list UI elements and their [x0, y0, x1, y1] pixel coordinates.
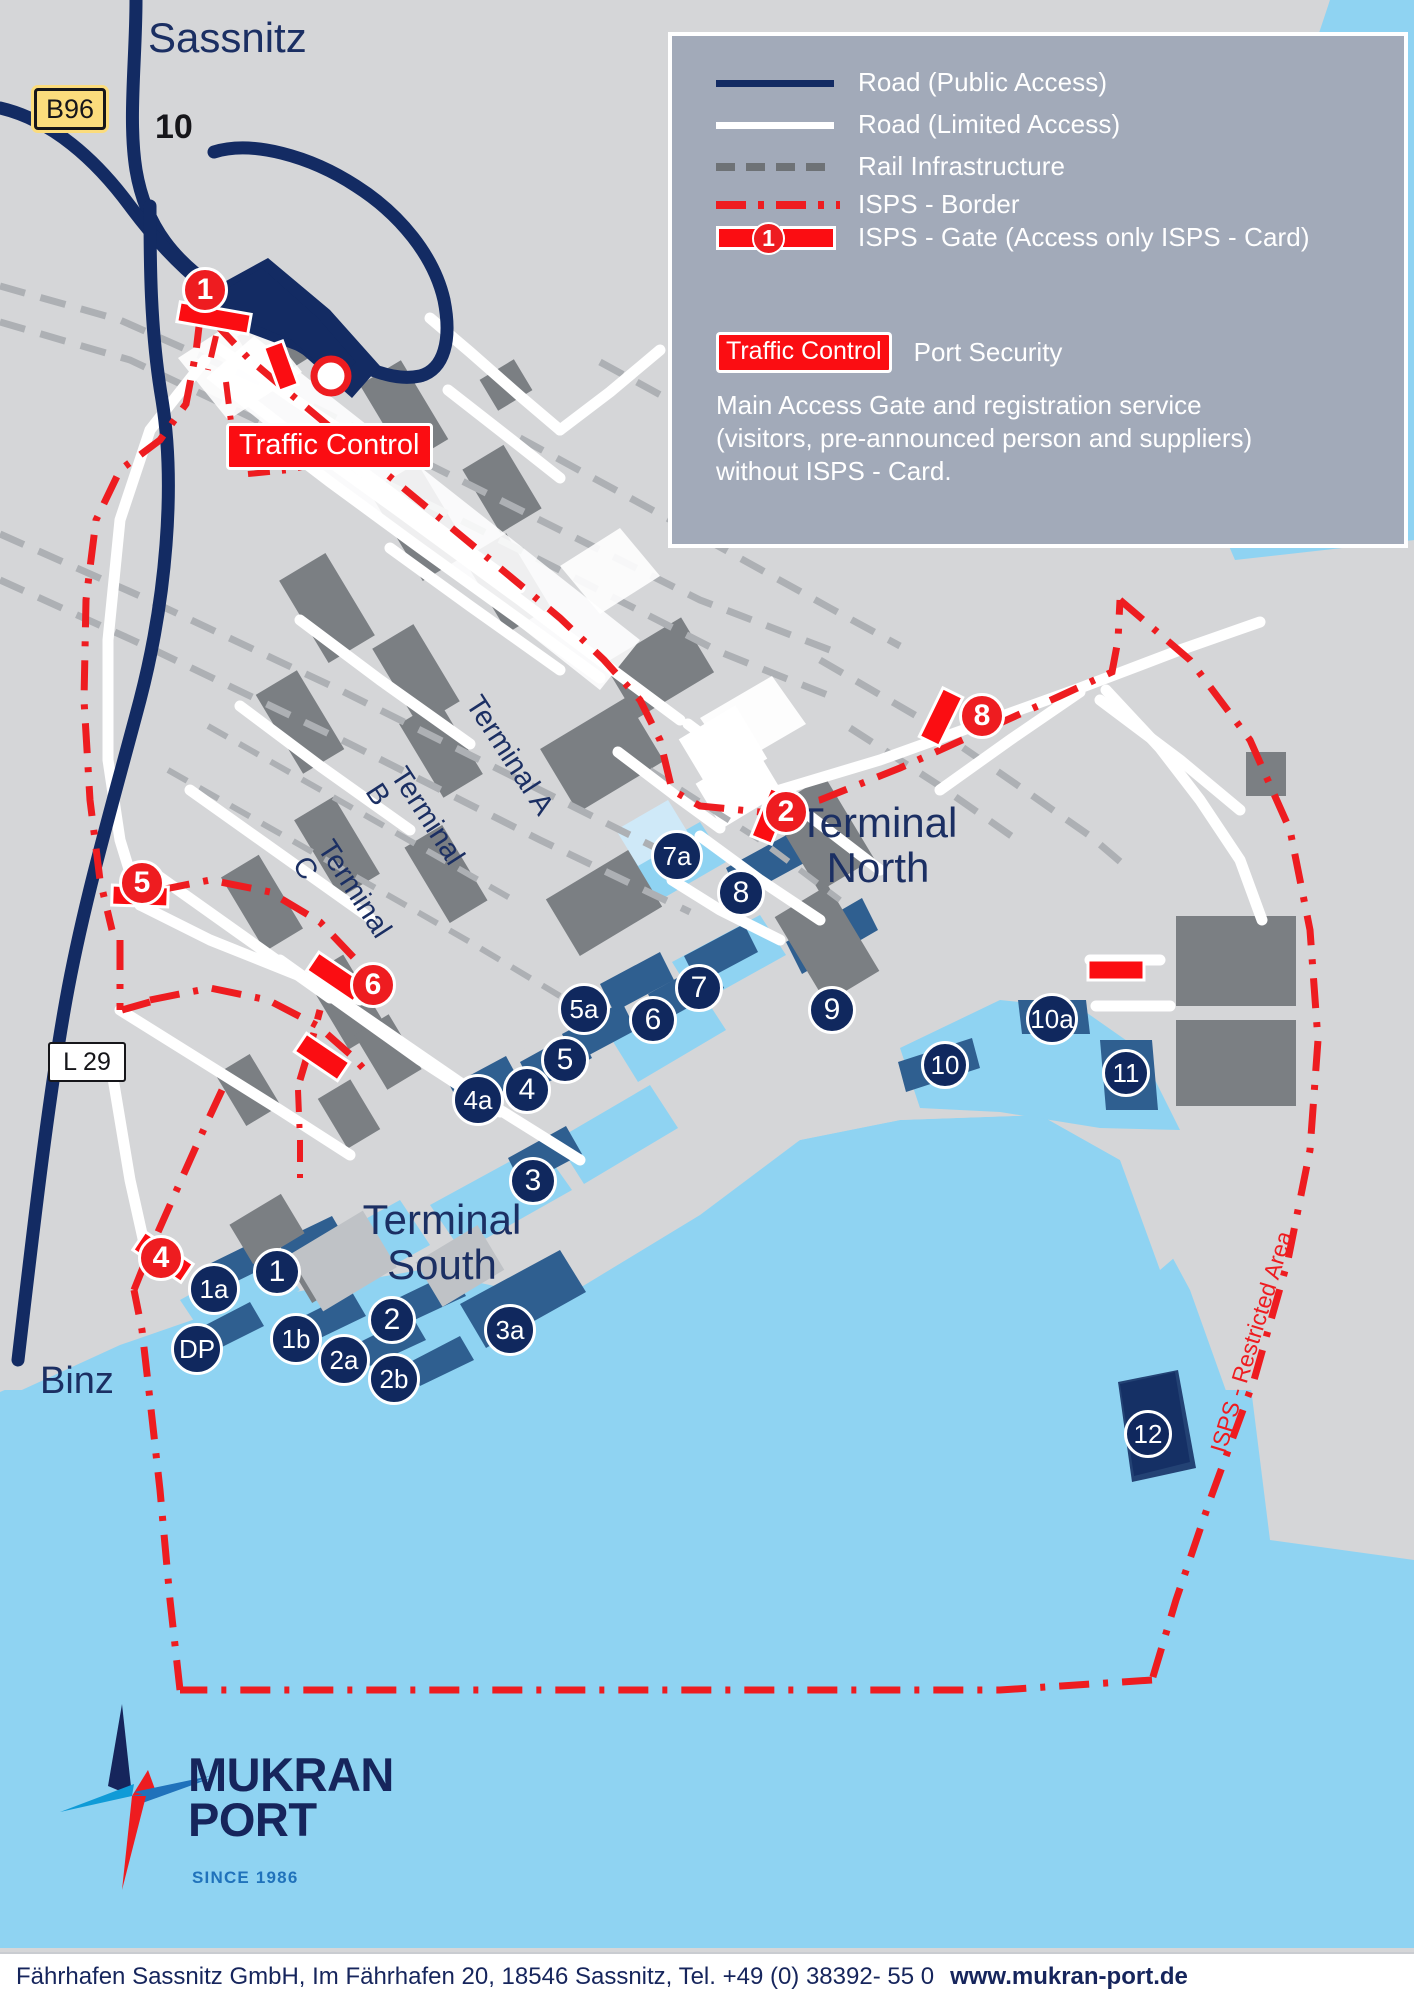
legend-spacer [698, 254, 1378, 328]
isps-gate-marker-2[interactable]: 2 [763, 789, 809, 835]
logo-wordmark: MUKRAN PORT [188, 1748, 394, 1847]
isps-gate-marker-8[interactable]: 8 [959, 693, 1005, 739]
footer-address: Fährhafen Sassnitz GmbH, Im Fährhafen 20… [16, 1963, 935, 1990]
berth-marker-9[interactable]: 9 [808, 986, 856, 1034]
legend-item-isps-border: ISPS - Border [698, 188, 1378, 221]
legend-label-isps-border: ISPS - Border [858, 188, 1020, 219]
legend-item-road-limited: Road (Limited Access) [698, 104, 1378, 146]
gate-bar-right-icon [780, 225, 836, 250]
legend-label-road-public: Road (Public Access) [858, 67, 1108, 98]
berth-marker-7a[interactable]: 7a [651, 830, 703, 882]
berth-marker-8[interactable]: 8 [717, 869, 765, 917]
traffic-control-map-marker[interactable]: Traffic Control [226, 423, 433, 470]
traffic-control-chip-icon: Traffic Control [716, 332, 892, 373]
berth-marker-2a[interactable]: 2a [318, 1334, 370, 1386]
area-label-terminal-north: Terminal North [798, 799, 958, 892]
berth-marker-2b[interactable]: 2b [368, 1353, 420, 1405]
isps-gate-icon: 1 [698, 221, 858, 255]
berth-marker-DP[interactable]: DP [171, 1323, 223, 1375]
berth-marker-12[interactable]: 12 [1124, 1410, 1172, 1458]
berth-marker-6[interactable]: 6 [629, 996, 677, 1044]
berth-marker-7[interactable]: 7 [675, 964, 723, 1012]
berth-marker-2[interactable]: 2 [368, 1296, 416, 1344]
berth-marker-10[interactable]: 10 [921, 1041, 969, 1089]
mukran-port-logo: MUKRAN PORT SINCE 1986 [60, 1700, 400, 1900]
berth-marker-10a[interactable]: 10a [1026, 993, 1078, 1045]
logo-star-icon [60, 1704, 212, 1890]
berth-marker-4a[interactable]: 4a [452, 1074, 504, 1126]
logo-tagline: SINCE 1986 [192, 1868, 299, 1887]
gate-badge-number: 1 [752, 221, 785, 255]
isps-gate-marker-1[interactable]: 1 [182, 267, 228, 313]
rail-dashed-line-icon [698, 163, 858, 171]
legend-item-isps-gate: 1 ISPS - Gate (Access only ISPS - Card) [698, 221, 1378, 255]
isps-gate-marker-5[interactable]: 5 [119, 860, 165, 906]
page-footer: Fährhafen Sassnitz GmbH, Im Fährhafen 20… [0, 1952, 1414, 2000]
road-shield-b96: B96 [34, 88, 106, 130]
isps-border-dashdot-icon [698, 200, 858, 209]
berth-marker-11[interactable]: 11 [1102, 1049, 1150, 1097]
berth-marker-3a[interactable]: 3a [484, 1304, 536, 1356]
isps-gate-marker-4[interactable]: 4 [138, 1235, 184, 1281]
legend-item-rail: Rail Infrastructure [698, 146, 1378, 188]
map-legend: Road (Public Access) Road (Limited Acces… [668, 32, 1408, 548]
legend-label-road-limited: Road (Limited Access) [858, 109, 1121, 140]
legend-item-traffic-control: Traffic Control Port Security [698, 332, 1378, 373]
footer-website-link[interactable]: www.mukran-port.de [950, 1963, 1188, 1990]
area-label-terminal-south: Terminal South [362, 1196, 522, 1289]
berth-marker-1a[interactable]: 1a [188, 1263, 240, 1315]
legend-label-rail: Rail Infrastructure [858, 151, 1066, 182]
legend-item-road-public: Road (Public Access) [698, 62, 1378, 104]
berth-marker-5a[interactable]: 5a [558, 983, 610, 1035]
road-shield-l29: L 29 [48, 1042, 126, 1082]
berth-marker-4[interactable]: 4 [503, 1066, 551, 1114]
berth-marker-3[interactable]: 3 [509, 1157, 557, 1205]
isps-gate-marker-6[interactable]: 6 [350, 962, 396, 1008]
legend-description: Main Access Gate and registration servic… [716, 390, 1253, 486]
berth-marker-1b[interactable]: 1b [270, 1313, 322, 1365]
berth-marker-5[interactable]: 5 [541, 1036, 589, 1084]
legend-label-isps-gate: ISPS - Gate (Access only ISPS - Card) [858, 221, 1310, 252]
city-label-binz: Binz [40, 1360, 114, 1402]
city-label-sassnitz: Sassnitz [148, 14, 307, 61]
road-public-line-icon [698, 79, 858, 87]
legend-label-port-security: Port Security [913, 337, 1063, 367]
road-limited-line-icon [698, 121, 858, 129]
road-number-label-10: 10 [155, 108, 193, 146]
berth-marker-1[interactable]: 1 [253, 1248, 301, 1296]
